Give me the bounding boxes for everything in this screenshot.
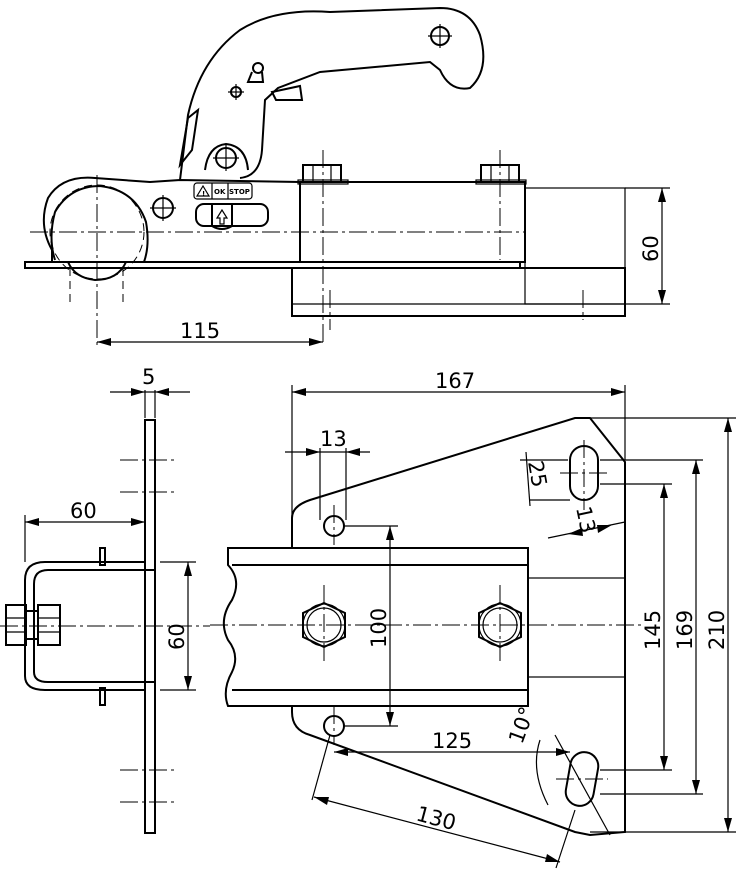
dim-diagonal-span: 130 <box>414 802 459 836</box>
stop-label: STOP <box>229 188 250 196</box>
dim-side-offset: 60 <box>70 499 97 523</box>
mounting-plate-view: 167 13 100 25 13 145 <box>210 369 736 869</box>
wear-indicator: ! OK STOP <box>193 182 269 230</box>
coupling-housing <box>42 176 301 262</box>
bolt-head-1 <box>297 164 349 185</box>
ok-label: OK <box>214 188 226 196</box>
dim-slot-width: 13 <box>571 504 600 535</box>
dim-plate-width: 167 <box>435 369 475 393</box>
dim-slot-length: 25 <box>523 459 551 489</box>
dim-hole-span-1: 145 <box>641 610 665 650</box>
dim-angle: 10° <box>504 704 539 747</box>
tube-extension <box>524 187 626 305</box>
bolt-head-2 <box>475 164 527 185</box>
warning-symbol: ! <box>202 190 205 198</box>
dim-inner-height: 100 <box>367 608 391 648</box>
dim-horizontal-span: 125 <box>432 729 472 753</box>
dim-side-height: 60 <box>165 623 189 650</box>
bracket-side-profile: 5 60 60 <box>0 365 210 834</box>
dim-hole-offset: 13 <box>320 427 347 451</box>
square-tube <box>299 181 526 263</box>
dim-top-height: 60 <box>639 235 663 262</box>
dim-thickness: 5 <box>142 365 155 389</box>
lower-plate <box>291 267 626 317</box>
dim-top-length: 115 <box>180 319 220 343</box>
dim-hole-span-2: 169 <box>673 610 697 650</box>
side-bolt <box>5 604 61 646</box>
coupling-handle <box>179 6 485 181</box>
coupling-side-view: ! OK STOP 60 115 <box>24 6 670 346</box>
plan-tube <box>222 547 529 707</box>
dim-plate-height: 210 <box>705 610 729 650</box>
slot-lower <box>564 751 600 807</box>
